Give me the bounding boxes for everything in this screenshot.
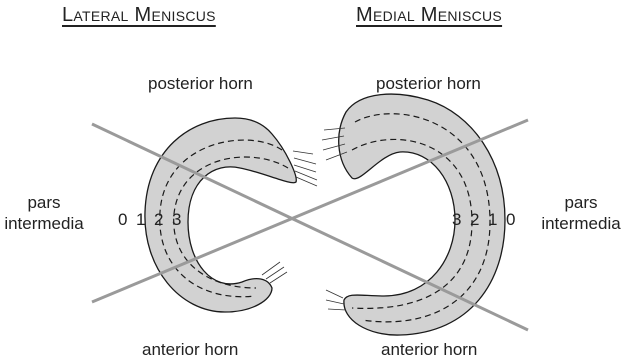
medial-zone-0: 0 [506,210,515,230]
lateral-horn-fibers-anterior [262,262,287,283]
medial-zone-3: 3 [452,210,461,230]
medial-zone-2: 2 [470,210,479,230]
lateral-zone-3: 3 [172,210,181,230]
lateral-zone-1: 1 [136,210,145,230]
lateral-zone-0: 0 [118,210,127,230]
lateral-zone-2: 2 [154,210,163,230]
medial-zone-1: 1 [488,210,497,230]
medial-horn-fibers-anterior [326,290,346,310]
lateral-meniscus [145,118,317,312]
